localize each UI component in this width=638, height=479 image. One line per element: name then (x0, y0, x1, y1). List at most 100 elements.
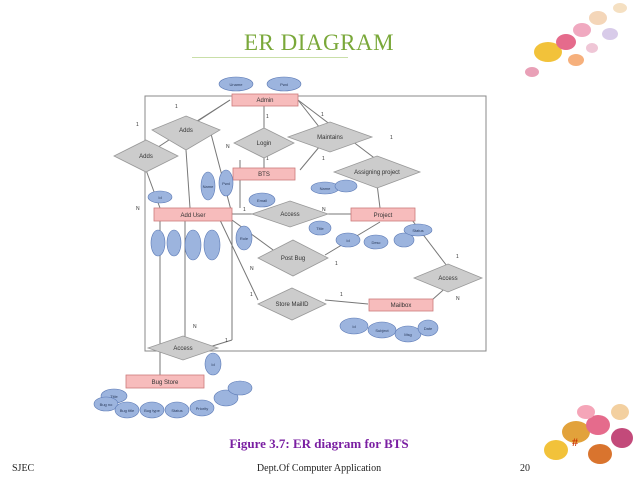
entity-bts (232, 167, 296, 181)
entities-layer (125, 93, 434, 389)
entity-label: Project (374, 213, 393, 219)
relationship-assigning-project (332, 155, 422, 189)
entity-labels: Admin BTS Add User Project Mailbox Bug S… (152, 98, 412, 386)
card-label: 1 (136, 122, 139, 128)
attribute-label: Bug no (100, 402, 113, 407)
relationship-label: Access (173, 346, 192, 352)
entity-label: Mailbox (391, 303, 412, 309)
relationship-adds-1 (151, 115, 221, 151)
card-label: N (456, 296, 460, 302)
card-label: 1 (250, 292, 253, 298)
relationship-label: Access (280, 212, 299, 218)
attribute-admin-pwd (266, 76, 302, 92)
attribute-user-role (235, 225, 253, 251)
attribute-label: Email (257, 198, 267, 203)
card-label: 1 (225, 338, 228, 344)
attribute-project-id-2 (393, 232, 415, 248)
entity-label: Add User (180, 213, 205, 219)
attribute-label: Title (110, 394, 118, 399)
attribute-label: Role (240, 236, 249, 241)
card-label: 1 (390, 135, 393, 141)
card-label: 1 (335, 261, 338, 267)
attribute-label: Priority (196, 406, 208, 411)
attribute-label: Desc (371, 240, 380, 245)
attribute-user-d (203, 229, 221, 261)
attribute-label: Msg (404, 332, 412, 337)
attributes-layer (93, 76, 439, 419)
entity-admin (231, 93, 299, 107)
eggs-top-right-decoration (525, 3, 627, 77)
attribute-mail-subject (367, 321, 397, 339)
entity-label: BTS (258, 172, 270, 178)
attribute-user-name (200, 171, 216, 201)
corner-mark: # (572, 435, 578, 449)
relationship-access-3 (146, 335, 220, 361)
attribute-user-b (166, 229, 182, 257)
relationship-access-2 (412, 263, 484, 293)
attribute-uname (218, 76, 254, 92)
attribute-user-c (184, 229, 202, 261)
card-label: 1 (322, 156, 325, 162)
slide-title: ER DIAGRAM (243, 30, 395, 55)
diagram-frame (144, 95, 487, 352)
attribute-label: Title (316, 226, 324, 231)
attribute-bug-type (139, 401, 165, 419)
footer-center: Dept.Of Computer Application (256, 463, 382, 474)
page-number: 20 (520, 463, 530, 474)
attribute-mail-date (417, 319, 439, 337)
attribute-label: Bug type (144, 408, 161, 413)
attribute-user-a (150, 229, 166, 257)
card-label: N (250, 266, 254, 272)
entity-mailbox (368, 298, 434, 312)
attribute-user-email (248, 192, 276, 208)
attribute-user-id (147, 190, 173, 204)
attribute-label: Id (352, 324, 355, 329)
entity-add-user (153, 207, 233, 222)
attribute-label: Subject (375, 328, 389, 333)
attribute-bug-extra (227, 380, 253, 396)
entity-project (350, 207, 416, 222)
attribute-project-status-2 (403, 223, 433, 237)
attribute-labels: Uname Pwd Id Name Pwd Email Role Name St… (100, 82, 433, 413)
attribute-mail-id (339, 317, 369, 335)
attribute-label: Id (346, 238, 349, 243)
attribute-project-desc (363, 234, 389, 250)
attribute-project-status (334, 179, 358, 193)
attribute-label: Uname (230, 82, 244, 87)
relationship-labels: Adds Adds Login Maintains Assigning proj… (139, 128, 458, 352)
eggs-bottom-right-decoration (544, 404, 633, 464)
attribute-bug-no (93, 396, 119, 412)
card-label: N (322, 207, 326, 213)
attribute-bug-desc (213, 389, 239, 407)
relationship-maintains (286, 121, 374, 153)
relationship-login (233, 127, 295, 159)
relationship-label: Maintains (317, 135, 343, 141)
attribute-label: Status (171, 408, 182, 413)
attribute-user-pwd (218, 169, 234, 197)
card-label: 1 (321, 112, 324, 118)
card-label: N (193, 324, 197, 330)
relationship-label: Adds (139, 154, 153, 160)
card-label: 1 (340, 292, 343, 298)
relationship-post-bug (257, 239, 329, 277)
attribute-label: Name (203, 184, 214, 189)
card-label: 1 (175, 104, 178, 110)
card-label: 1 (266, 114, 269, 120)
attribute-bug-id (204, 352, 222, 376)
attribute-bug-priority (189, 399, 215, 417)
relationship-label: Assigning project (354, 170, 400, 176)
attribute-label: Id (158, 195, 161, 200)
entity-bug-store (125, 374, 205, 389)
attribute-label: Date (424, 326, 433, 331)
relationships-layer (113, 115, 484, 361)
title-underline (192, 57, 348, 58)
relationship-label: Post Bug (281, 256, 305, 262)
entity-label: Bug Store (152, 380, 179, 386)
relationship-adds-2 (113, 139, 179, 173)
relationship-label: Login (257, 141, 272, 147)
attribute-project-title (308, 220, 332, 236)
cardinality-labels: 1 1 1 1 1 N 1 1 N 1 N N 1 1 1 1 N N 1 (136, 104, 460, 344)
attribute-label: Pwd (280, 82, 288, 87)
